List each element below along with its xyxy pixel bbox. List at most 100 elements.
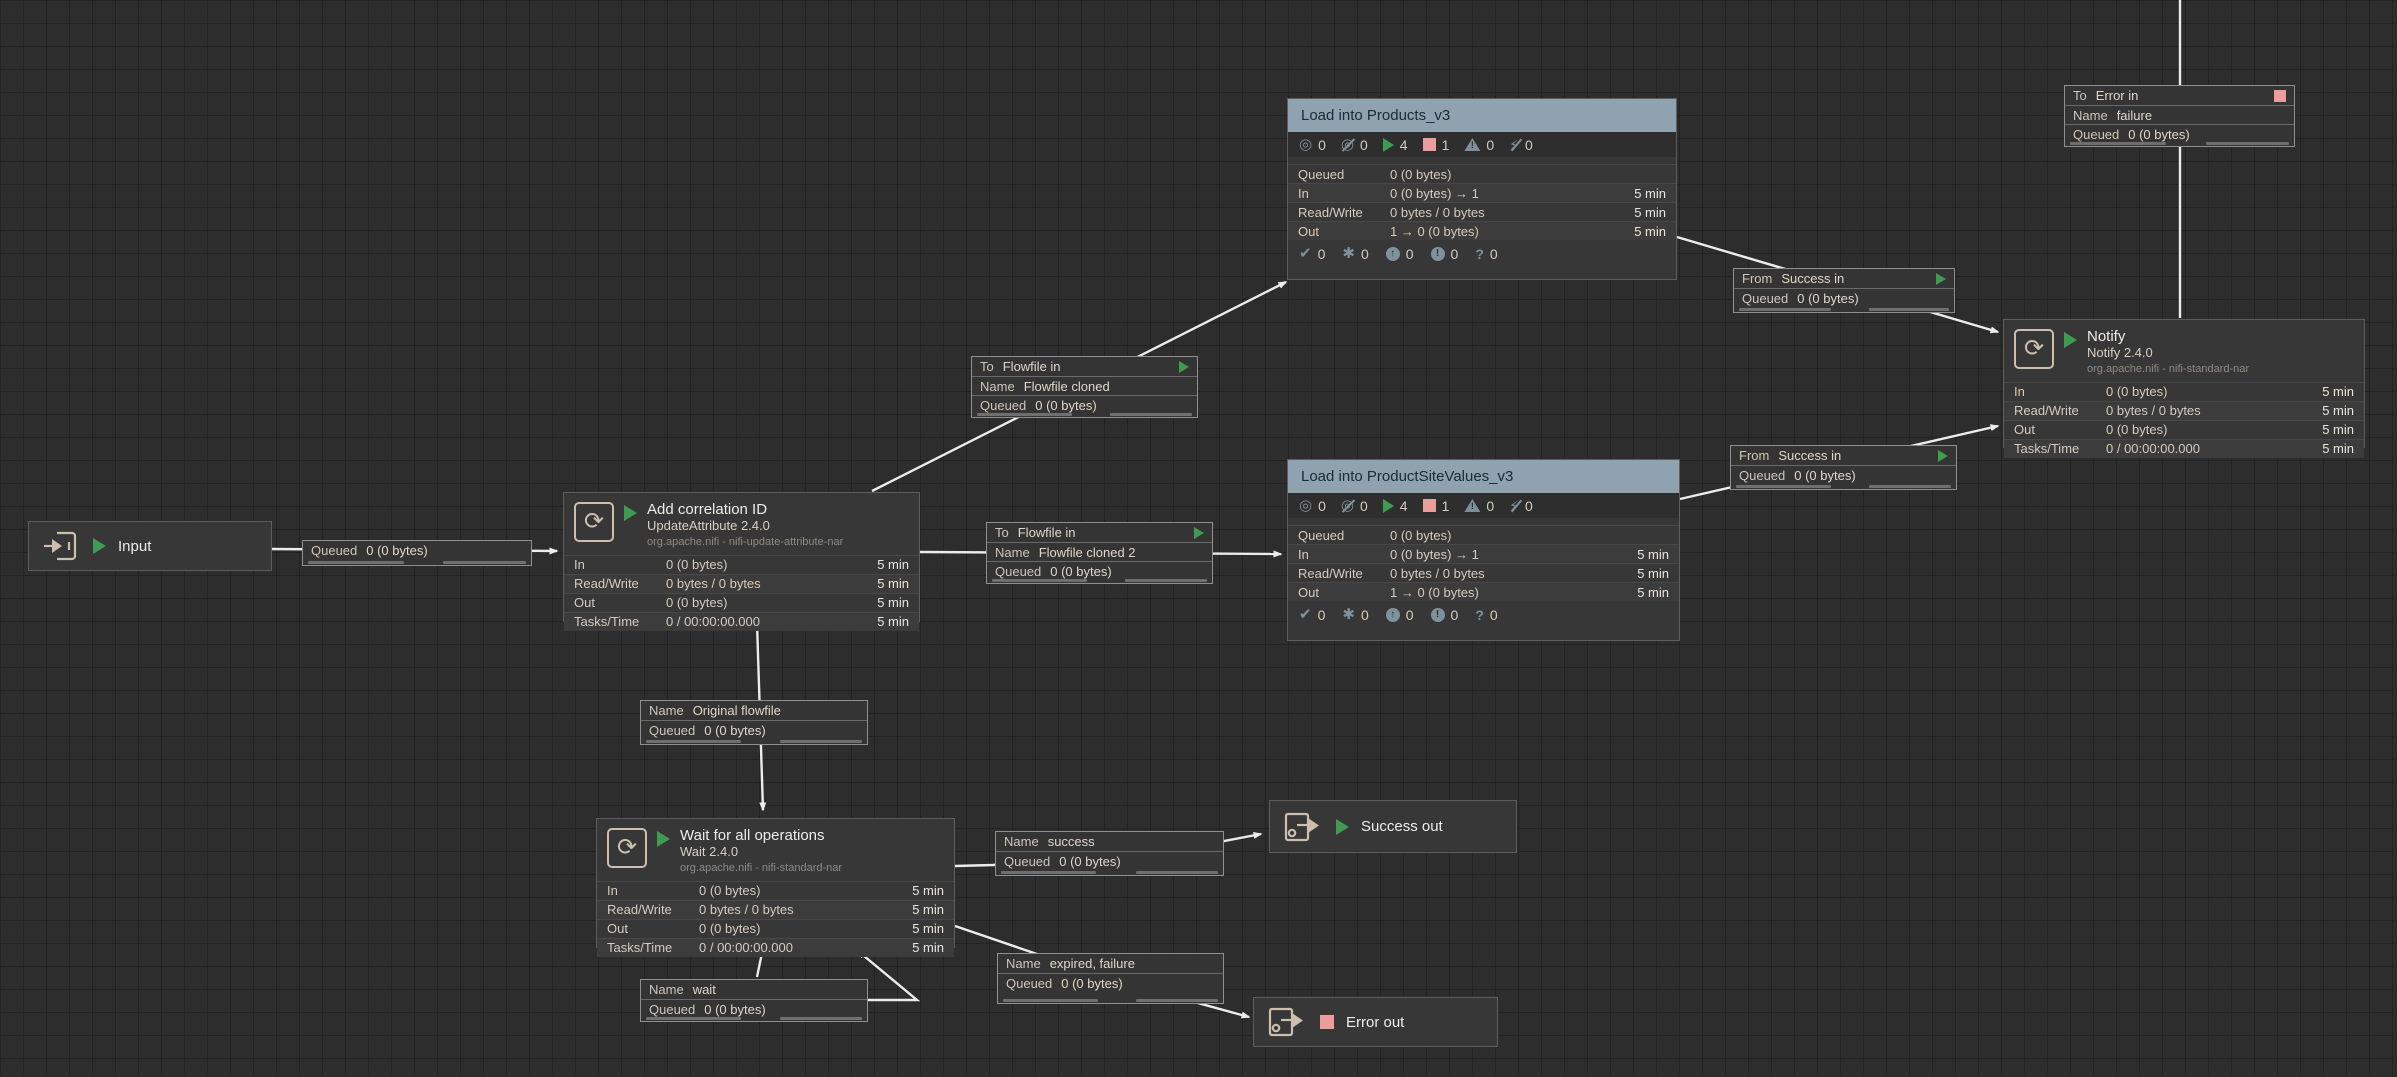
process-group-header: Load into ProductSiteValues_v3 — [1288, 460, 1679, 493]
queue-size-indicators — [1736, 485, 1951, 488]
queue-size-indicators — [2070, 142, 2289, 145]
processor-type-icon: ⟳ — [607, 828, 647, 868]
connection-label-original-flowfile[interactable]: Name Original flowfile Queued 0 (0 bytes… — [640, 700, 868, 745]
output-port-error-out[interactable]: Error out — [1253, 997, 1498, 1047]
queue-size-indicators — [1001, 871, 1218, 874]
queue-size-indicators — [308, 561, 526, 564]
queue-size-indicators — [1739, 308, 1949, 311]
name-row: Name failure — [2065, 105, 2294, 124]
version-sync-failure-icon: ? — [1475, 245, 1484, 262]
stopped-count-icon — [1422, 138, 1436, 151]
queued-row: Queued 0 (0 bytes) — [996, 851, 1223, 870]
connection-label-input-queue[interactable]: Queued 0 (0 bytes) — [302, 540, 532, 566]
running-count-icon — [1382, 498, 1394, 513]
processor-name: Add correlation ID — [647, 501, 768, 518]
running-state-icon — [1336, 818, 1349, 835]
processor-wait-for-all-operations[interactable]: ⟳ Wait for all operations Wait 2.4.0 org… — [596, 818, 955, 957]
processor-bundle: org.apache.nifi - nifi-update-attribute-… — [647, 536, 844, 549]
process-group-version-bar: ✔0 ✱0 ↑0 !0 ?0 — [1299, 245, 1498, 262]
destination-row: To Flowfile in — [972, 357, 1197, 376]
processor-type: UpdateAttribute 2.4.0 — [647, 518, 770, 534]
process-group-header: Load into Products_v3 — [1288, 99, 1676, 132]
stopped-count-icon — [1422, 499, 1436, 512]
port-name: Input — [118, 537, 152, 555]
not-transmitting-icon: ◎ — [1340, 136, 1354, 153]
connection-label-error-in[interactable]: To Error in Name failure Queued 0 (0 byt… — [2064, 85, 2295, 147]
running-state-icon — [1938, 449, 1948, 462]
running-state-icon — [93, 538, 106, 554]
queue-size-indicators — [977, 413, 1192, 416]
connection-label-flowfile-cloned-2[interactable]: To Flowfile in Name Flowfile cloned 2 Qu… — [986, 522, 1213, 584]
process-group-load-into-products-v3[interactable]: Load into Products_v3 ◎0 ◎0 4 1 !0 ⚡0 Qu… — [1287, 98, 1677, 280]
destination-row: To Flowfile in — [987, 523, 1212, 542]
running-state-icon — [1936, 272, 1946, 285]
name-row: Name expired, failure — [1006, 956, 1135, 971]
connection-wait-self-loop-return[interactable] — [856, 950, 921, 1002]
transmitting-icon: ◎ — [1299, 497, 1313, 514]
processor-bundle: org.apache.nifi - nifi-standard-nar — [2087, 363, 2250, 376]
output-port-success-out[interactable]: Success out — [1269, 800, 1517, 853]
connection-label-expired-failure[interactable]: Name expired, failure Queued 0 (0 bytes) — [997, 953, 1224, 1004]
process-group-load-into-productsitevalues-v3[interactable]: Load into ProductSiteValues_v3 ◎0 ◎0 4 1… — [1287, 459, 1680, 641]
queue-size-indicators — [1003, 999, 1218, 1002]
processor-header: ⟳ Notify Notify 2.4.0 org.apache.nifi - … — [2004, 320, 2364, 382]
connection-label-success-in-bottom[interactable]: From Success in Queued 0 (0 bytes) — [1730, 445, 1957, 490]
queued-value: 0 (0 bytes) — [366, 543, 428, 558]
stopped-state-icon — [1320, 1015, 1334, 1029]
connection-label-flowfile-cloned[interactable]: To Flowfile in Name Flowfile cloned Queu… — [971, 356, 1198, 418]
connection-label-success-in-top[interactable]: From Success in Queued 0 (0 bytes) — [1733, 268, 1955, 313]
connection-label-wait[interactable]: Name wait Queued 0 (0 bytes) — [640, 979, 868, 1022]
name-row: Name Flowfile cloned — [972, 376, 1197, 395]
name-row: Name Flowfile cloned 2 — [987, 542, 1212, 561]
name-row: Name success — [1004, 834, 1095, 849]
process-group-name: Load into ProductSiteValues_v3 — [1301, 468, 1514, 485]
source-row: From Success in — [1731, 446, 1956, 465]
connection-label-success[interactable]: Name success Queued 0 (0 bytes) — [995, 831, 1224, 876]
process-group-status-bar: ◎0 ◎0 4 1 !0 ⚡0 — [1288, 493, 1679, 518]
port-name: Error out — [1346, 1013, 1405, 1031]
processor-notify[interactable]: ⟳ Notify Notify 2.4.0 org.apache.nifi - … — [2003, 319, 2365, 458]
queued-row: Queued 0 (0 bytes) — [972, 395, 1197, 414]
output-port-icon — [1282, 810, 1324, 844]
queue-size-indicators — [646, 740, 862, 743]
version-up-to-date-icon: ✔ — [1299, 245, 1312, 262]
destination-row: To Error in — [2065, 86, 2294, 105]
queued-row: Queued 0 (0 bytes) — [998, 973, 1223, 992]
port-name: Success out — [1361, 818, 1443, 835]
not-transmitting-icon: ◎ — [1340, 497, 1354, 514]
queued-key: Queued — [311, 543, 358, 558]
queued-row: Queued 0 (0 bytes) — [987, 561, 1212, 580]
transmitting-icon: ◎ — [1299, 136, 1313, 153]
processor-type: Notify 2.4.0 — [2087, 345, 2153, 361]
version-modified-icon: ✱ — [1342, 606, 1355, 623]
running-state-icon — [1179, 360, 1189, 373]
running-state-icon — [657, 831, 670, 847]
queue-size-indicators — [992, 579, 1207, 582]
processor-type-icon: ⟳ — [574, 502, 614, 542]
stopped-state-icon — [2274, 89, 2286, 102]
input-port-input[interactable]: Input — [28, 521, 272, 571]
running-count-icon — [1382, 137, 1394, 152]
version-modified-icon: ✱ — [1342, 245, 1355, 262]
queued-row: Queued 0 (0 bytes) — [303, 541, 531, 560]
running-state-icon — [1194, 526, 1204, 539]
process-group-status-bar: ◎0 ◎0 4 1 !0 ⚡0 — [1288, 132, 1676, 157]
running-state-icon — [624, 505, 637, 521]
processor-add-correlation-id[interactable]: ⟳ Add correlation ID UpdateAttribute 2.4… — [563, 492, 920, 631]
queued-row: Queued 0 (0 bytes) — [1734, 288, 1954, 307]
processor-bundle: org.apache.nifi - nifi-standard-nar — [680, 862, 843, 875]
process-group-name: Load into Products_v3 — [1301, 107, 1451, 124]
